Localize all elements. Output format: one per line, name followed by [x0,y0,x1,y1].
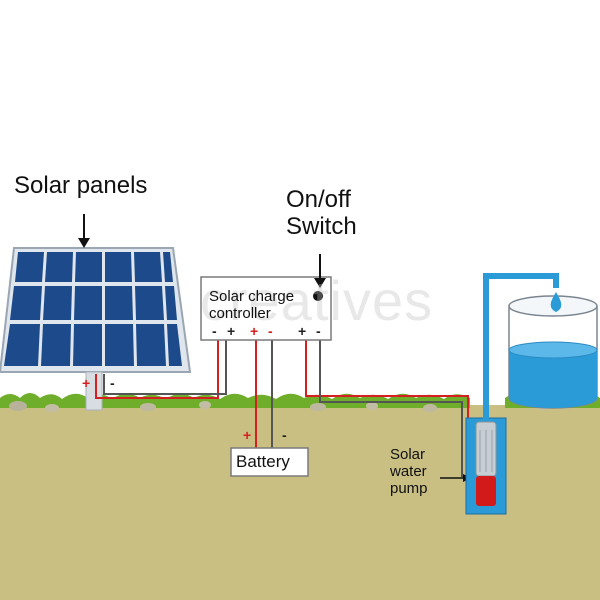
watermark: creatives [200,269,434,332]
switch-knob [313,291,323,301]
controller-terminal-sign: - [268,323,273,339]
charge-controller-box [200,276,332,341]
switch-label-line1: On/off [286,186,351,213]
stone [199,401,211,409]
controller-terminal-sign: + [227,323,236,339]
controller-terminal-sign: - [212,323,217,339]
controller-label-line1: Solar charge [209,288,295,305]
stone [9,401,27,411]
solar-water-pump [475,421,497,506]
panel-positive-wire [95,340,219,399]
switch-label-line2: Switch [286,213,357,240]
solar-panel [0,247,192,373]
solar-panels-label: Solar panels [14,172,148,199]
panel-terminal-sign: + [82,375,91,391]
arrow-switch [314,254,326,288]
controller-terminal-sign: + [250,323,259,339]
soil [0,405,600,600]
stone [366,402,378,410]
water-pipe [483,273,559,430]
battery-label: Battery [236,452,290,471]
panel-negative-wire [103,340,227,395]
stone [423,404,437,412]
water-drop [550,292,562,312]
pump-label-line2: water [390,463,427,480]
arrow-solar-panels [78,214,90,248]
battery-terminal-sign: + [243,427,252,443]
pump-label-line3: pump [390,480,428,497]
water-tank [508,295,598,409]
controller-label-line2: controller [209,305,271,322]
stone [310,403,326,411]
pump-label-line1: Solar [390,446,426,463]
controller-terminal-sign: - [316,323,321,339]
stone [140,403,156,411]
stone [45,404,59,412]
controller-terminal-sign: + [298,323,307,339]
battery-box [230,447,309,477]
panel-stand [85,371,103,411]
panel-terminal-sign: - [110,375,115,391]
battery-terminal-sign: - [282,427,287,443]
